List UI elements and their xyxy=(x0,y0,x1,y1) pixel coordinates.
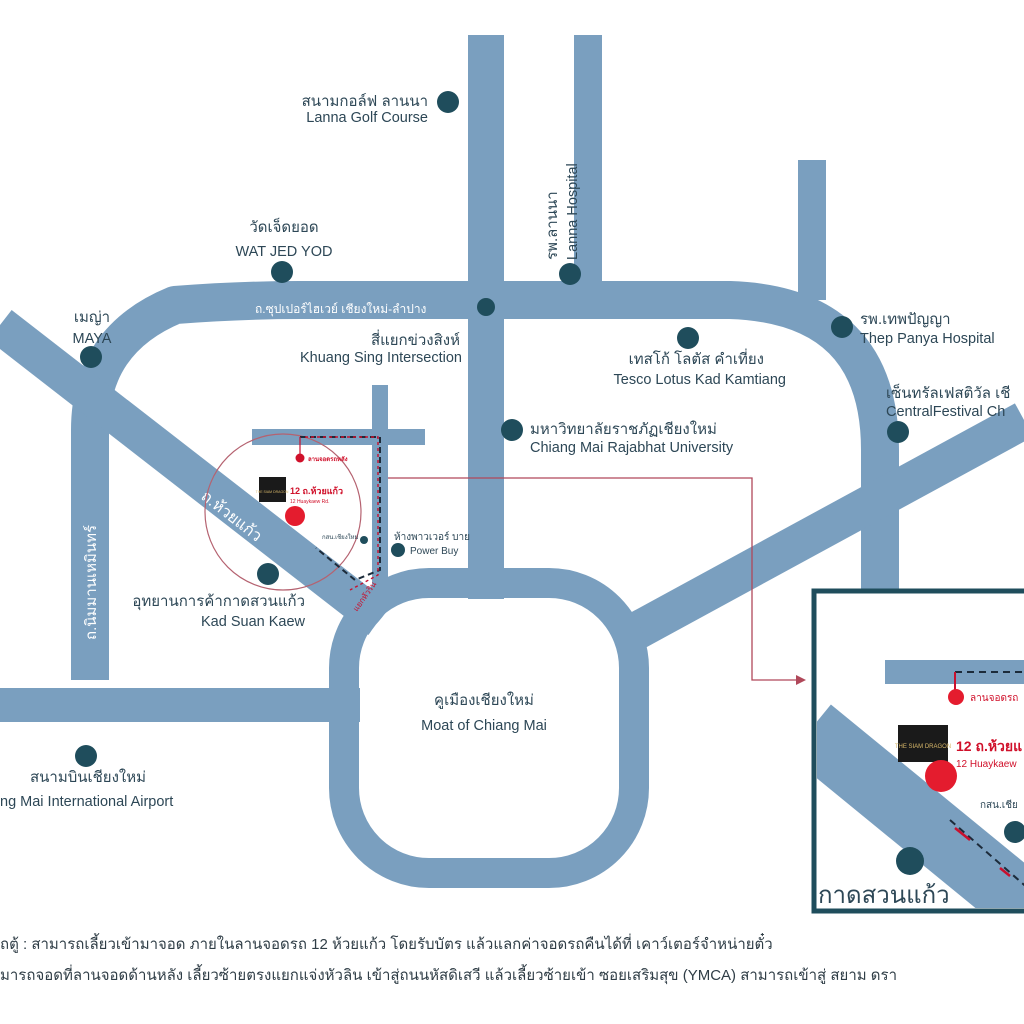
inset-zoom: ลานจอดรถ THE SIAM DRAGON 12 ถ.ห้วยแ 12 H… xyxy=(811,588,1024,914)
power-buy-en: Power Buy xyxy=(410,546,458,557)
superhighway-label: ถ.ซุปเปอร์ไฮเวย์ เชียงใหม่-ลำปาง xyxy=(255,302,426,317)
marker-rajabhat[interactable] xyxy=(501,419,523,441)
inset-road-diagonal xyxy=(817,704,1024,908)
marker-airport[interactable] xyxy=(75,745,97,767)
thep-panya-en: Thep Panya Hospital xyxy=(860,331,995,347)
inset-logo-text: THE SIAM DRAGON xyxy=(895,744,951,750)
khuang-sing-en: Khuang Sing Intersection xyxy=(300,350,462,366)
directions-note-2: มารถจอดที่ลานจอดด้านหลัง เลี้ยวซ้ายตรงแย… xyxy=(0,967,898,984)
east-diagonal-road xyxy=(610,403,1024,657)
lanna-golf-en: Lanna Golf Course xyxy=(306,110,428,126)
marker-maya[interactable] xyxy=(80,346,102,368)
thep-panya-th: รพ.เทพปัญญา xyxy=(860,311,951,328)
moat-interior xyxy=(360,599,618,857)
place-markers xyxy=(75,91,909,767)
rajabhat-th: มหาวิทยาลัยราชภัฏเชียงใหม่ xyxy=(530,420,717,438)
inset-kbank-marker[interactable] xyxy=(1004,821,1024,843)
road-network xyxy=(0,35,1024,888)
venue-logo-text: THE SIAM DRAGON xyxy=(256,490,289,494)
marker-tesco[interactable] xyxy=(677,327,699,349)
marker-thep-panya[interactable] xyxy=(831,316,853,338)
nimman-road-label: ถ.นิมมานเหมินทร์ xyxy=(83,525,100,640)
central-festival-en: CentralFestival Ch xyxy=(886,404,1005,420)
inset-kad-suan-kaew-label: กาดสวนแก้ว xyxy=(818,882,950,909)
inset-venue-marker[interactable] xyxy=(925,760,957,792)
marker-kad-suan-kaew[interactable] xyxy=(257,563,279,585)
airport-th: สนามบินเชียงใหม่ xyxy=(30,768,146,786)
venue-address-en: 12 Huaykaew Rd. xyxy=(290,499,329,505)
maya-en: MAYA xyxy=(73,331,112,347)
moat-en: Moat of Chiang Mai xyxy=(421,718,547,734)
marker-power-buy[interactable] xyxy=(391,543,405,557)
kbank-marker[interactable] xyxy=(360,536,368,544)
moat-road xyxy=(329,568,649,888)
marker-central-festival[interactable] xyxy=(887,421,909,443)
inset-connector xyxy=(388,477,800,681)
venue-marker[interactable] xyxy=(285,506,305,526)
marker-lanna-golf[interactable] xyxy=(437,91,459,113)
directions-note-1: ถตู้ : สามารถเลี้ยวเข้ามาจอด ภายในลานจอด… xyxy=(0,936,773,953)
directions-notes: ถตู้ : สามารถเลี้ยวเข้ามาจอด ภายในลานจอด… xyxy=(0,926,1024,1024)
tesco-en: Tesco Lotus Kad Kamtiang xyxy=(614,372,787,388)
khuang-sing-th: สี่แยกข่วงสิงห์ xyxy=(371,329,460,349)
inset-parking-label: ลานจอดรถ xyxy=(970,693,1018,704)
inset-address-th: 12 ถ.ห้วยแ xyxy=(956,738,1022,754)
inset-kad-suan-kaew-marker[interactable] xyxy=(896,847,924,875)
kbank-label: กสน.เชียงใหม่ xyxy=(322,533,359,541)
ring-road xyxy=(71,281,899,680)
central-festival-th: เซ็นทรัลเฟสติวัล เชี xyxy=(886,383,1010,402)
venue-logo[interactable] xyxy=(259,477,286,502)
inset-logo[interactable] xyxy=(898,725,948,762)
venue-address-th: 12 ถ.ห้วยแก้ว xyxy=(290,486,343,496)
inset-address-en: 12 Huaykaew xyxy=(956,759,1017,770)
marker-khuang-sing[interactable] xyxy=(477,298,495,316)
kad-suan-kaew-en: Kad Suan Kaew xyxy=(201,614,306,630)
huay-kaew-road xyxy=(0,309,392,636)
kad-suan-kaew-th: อุทยานการค้ากาดสวนแก้ว xyxy=(132,593,305,611)
lanna-hospital-th: รพ.ลานนา xyxy=(544,191,561,260)
inset-connector-arrow xyxy=(796,675,806,685)
inset-parking-marker[interactable] xyxy=(948,689,964,705)
parking-marker[interactable] xyxy=(295,453,305,463)
moat-th: คูเมืองเชียงใหม่ xyxy=(434,691,534,709)
marker-wat-jed-yod[interactable] xyxy=(271,261,293,283)
parking-label: ลานจอดรถหลัง xyxy=(308,455,348,463)
marker-lanna-hospital[interactable] xyxy=(559,263,581,285)
maya-th: เมญ่า xyxy=(74,309,110,326)
rajabhat-en: Chiang Mai Rajabhat University xyxy=(530,440,734,456)
wat-jed-yod-th: วัดเจ็ดยอด xyxy=(249,217,318,236)
lanna-golf-th: สนามกอล์ฟ ลานนา xyxy=(302,93,428,110)
venue-focus-circle xyxy=(204,433,362,591)
tesco-th: เทสโก้ โลตัส คำเที่ยง xyxy=(629,348,764,368)
route-red xyxy=(305,436,379,591)
airport-en: ng Mai International Airport xyxy=(0,794,173,810)
lanna-hospital-en: Lanna Hospital xyxy=(565,163,581,260)
inset-kbank-label: กสน.เชีย xyxy=(980,799,1018,811)
wat-jed-yod-en: WAT JED YOD xyxy=(236,244,333,260)
power-buy-th: ห้างพาวเวอร์ บาย xyxy=(394,531,470,543)
